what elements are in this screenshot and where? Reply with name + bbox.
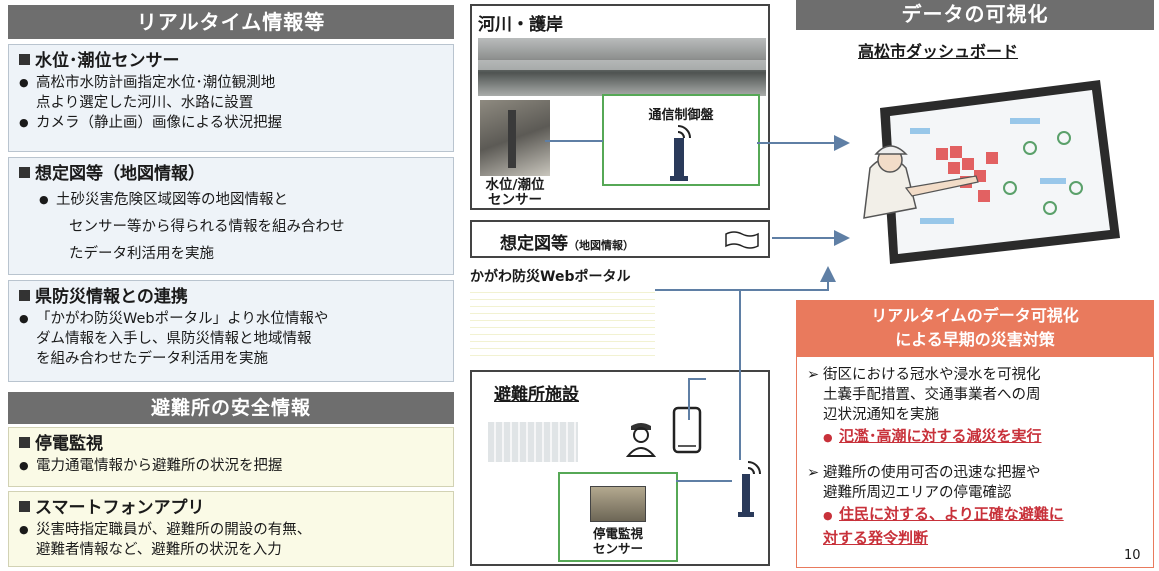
page-number: 10 [1124, 548, 1141, 563]
assumed-map-panel: 想定図等（地図情報） 土砂災害危険区域図等の地図情報と センサー等から得られる情… [8, 157, 454, 275]
router-icon [670, 125, 691, 181]
water-sensor-bullet-1a: 高松市水防計画指定水位･潮位観測地 [19, 73, 443, 93]
shelter-header: 避難所の安全情報 [8, 392, 454, 424]
power-sensor-box: 停電監視 センサー [558, 472, 678, 562]
realtime-header: リアルタイム情報等 [8, 5, 454, 39]
smartphone-app-bullet-b: 避難者情報など、避難所の状況を入力 [36, 542, 282, 558]
red-dot-icon: ● [823, 431, 833, 444]
water-sensor-bullet-1b: 点より選定した河川、水路に設置 [36, 95, 254, 111]
arrowhead-icon: ➢ [807, 465, 820, 481]
dashboard-title: 高松市ダッシュボード [858, 42, 1019, 61]
river-title: 河川・護岸 [478, 15, 563, 35]
square-bullet-icon [19, 290, 30, 301]
wifi-icon [747, 461, 761, 475]
assumed-map-bullet-c: たデータ利活用を実施 [69, 246, 214, 262]
measures-box: ➢街区における冠水や浸水を可視化 土嚢手配措置、交通事業者への周 辺状況通知を実… [796, 356, 1154, 568]
power-sensor-label-1: 停電監視 [592, 526, 643, 541]
router-icon [738, 461, 761, 517]
wifi-icon [677, 125, 691, 139]
measure-1-line-a: ➢街区における冠水や浸水を可視化 [807, 367, 1041, 383]
shelter-box: 避難所施設 停電監視 センサー [470, 370, 770, 566]
measure-2-line-a: ➢避難所の使用可否の迅速な把握や [807, 465, 1041, 481]
square-bullet-icon [19, 437, 30, 448]
square-bullet-icon [19, 167, 30, 178]
shelter-building-image [488, 422, 578, 462]
connector-line [545, 140, 603, 142]
smartphone-app-title: スマートフォンアプリ [35, 498, 205, 518]
map-flag-icon [725, 231, 759, 249]
power-sensor-label-2: センサー [592, 541, 643, 556]
measure-1-result: ●氾濫･高潮に対する減災を実行 [807, 425, 1147, 449]
viz-header: データの可視化 [796, 0, 1154, 30]
connector-line [688, 378, 706, 380]
pref-disaster-bullet-b: ダム情報を入手し、県防災情報と地域情報 [36, 331, 312, 347]
tablet-icon [672, 406, 702, 454]
measure-1-line-c: 辺状況通知を実施 [823, 407, 939, 423]
shelter-title: 避難所施設 [494, 385, 579, 405]
power-monitor-title: 停電監視 [35, 434, 103, 454]
river-photo [478, 38, 766, 96]
connector-line [676, 480, 732, 482]
pref-disaster-bullet-a: 「かがわ防災Webポータル」より水位情報や [19, 309, 443, 329]
kagawa-portal-label: かがわ防災Webポータル [470, 269, 631, 285]
map-label-small: （地図情報） [568, 239, 634, 252]
water-sensor-panel: 水位･潮位センサー 高松市水防計画指定水位･潮位観測地 点より選定した河川、水路… [8, 44, 454, 152]
water-sensor-bullet-2: カメラ（静止画）画像による状況把握 [19, 113, 443, 133]
assumed-map-bullet-b: センサー等から得られる情報を組み合わせ [69, 219, 345, 235]
map-box: 想定図等（地図情報） [470, 220, 770, 258]
arrow-shelter-to-dashboard [739, 266, 836, 460]
smartphone-app-panel: スマートフォンアプリ 災害時指定職員が、避難所の開設の有無、 避難者情報など、避… [8, 491, 454, 567]
orange-banner: リアルタイムのデータ可視化 による早期の災害対策 [796, 300, 1154, 356]
comm-panel-label: 通信制御盤 [648, 108, 714, 123]
measure-1-line-b: 土嚢手配措置、交通事業者への周 [823, 387, 1041, 403]
water-sensor-label-2: センサー [488, 192, 542, 208]
portal-screenshot [470, 290, 655, 362]
measure-2-line-b: 避難所周辺エリアの停電確認 [823, 485, 1012, 501]
comm-panel-box: 通信制御盤 [602, 94, 760, 186]
river-box: 河川・護岸 水位/潮位 センサー 通信制御盤 [470, 4, 770, 210]
power-monitor-bullet: 電力通電情報から避難所の状況を把握 [19, 456, 443, 476]
red-dot-icon: ● [823, 509, 833, 522]
water-sensor-photo [480, 100, 550, 176]
assumed-map-bullet-a: 土砂災害危険区域図等の地図情報と [19, 186, 443, 214]
person-icon [625, 423, 657, 457]
dashboard-illustration [863, 80, 1120, 264]
square-bullet-icon [19, 54, 30, 65]
water-sensor-title: 水位･潮位センサー [35, 51, 180, 71]
pref-disaster-title: 県防災情報との連携 [35, 287, 188, 307]
power-monitor-panel: 停電監視 電力通電情報から避難所の状況を把握 [8, 427, 454, 487]
water-sensor-label-1: 水位/潮位 [485, 177, 545, 193]
orange-line-1: リアルタイムのデータ可視化 [871, 306, 1079, 325]
map-label: 想定図等 [500, 234, 568, 254]
arrowhead-icon: ➢ [807, 367, 820, 383]
measure-2-result-a: ●住民に対する、より正確な避難に [807, 503, 1147, 527]
assumed-map-title: 想定図等（地図情報） [35, 164, 205, 184]
pref-disaster-bullet-c: を組み合わせたデータ利活用を実施 [36, 351, 268, 367]
power-sensor-device [590, 486, 646, 522]
connector-line [688, 378, 690, 420]
orange-line-2: による早期の災害対策 [895, 330, 1055, 349]
smartphone-app-bullet-a: 災害時指定職員が、避難所の開設の有無、 [19, 520, 443, 540]
square-bullet-icon [19, 501, 30, 512]
measure-2-result-b: 対する発令判断 [823, 529, 929, 547]
pref-disaster-panel: 県防災情報との連携 「かがわ防災Webポータル」より水位情報や ダム情報を入手し… [8, 280, 454, 382]
